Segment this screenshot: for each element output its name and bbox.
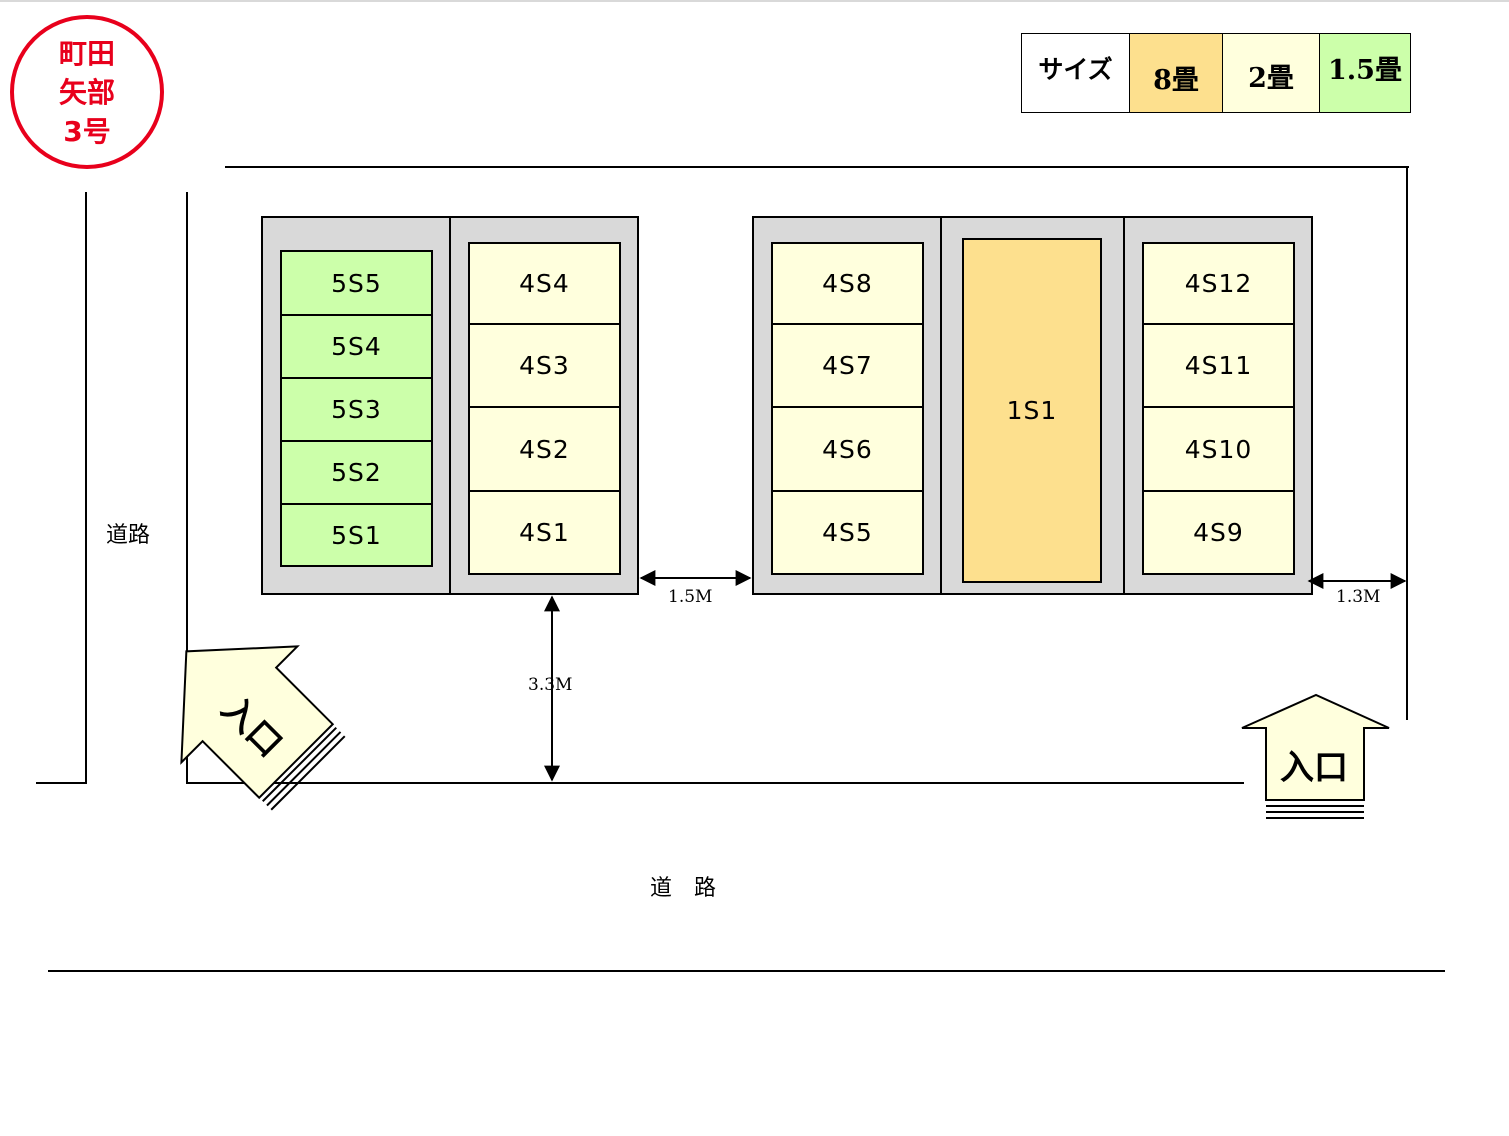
- unit-4s6[interactable]: 4S6: [771, 406, 924, 492]
- unit-4s1[interactable]: 4S1: [468, 490, 621, 575]
- unit-1s1[interactable]: 1S1: [962, 238, 1102, 583]
- legend-8jo: 8畳: [1129, 34, 1222, 112]
- unit-5s5[interactable]: 5S5: [280, 250, 433, 316]
- top-border: [0, 0, 1509, 2]
- entrance-label-right: 入口: [1280, 748, 1348, 788]
- dim-label-3-3m: 3.3M: [528, 675, 573, 695]
- dim-label-1-3m: 1.3M: [1336, 587, 1381, 607]
- stamp-line-1: 町田: [58, 36, 115, 70]
- left-road-edge: [85, 192, 87, 784]
- bottom-road-label: 道 路: [650, 876, 717, 901]
- left-road-corner: [36, 782, 87, 784]
- site-left-boundary: [186, 192, 188, 784]
- block-left-divider: [449, 216, 451, 595]
- unit-4s9[interactable]: 4S9: [1142, 490, 1295, 575]
- unit-4s8[interactable]: 4S8: [771, 242, 924, 325]
- block-right-divider-2: [1123, 216, 1125, 595]
- site-top-boundary: [225, 166, 1409, 168]
- dim-label-1-5m: 1.5M: [668, 587, 713, 607]
- site-front-boundary-right: [744, 782, 1244, 784]
- unit-4s2[interactable]: 4S2: [468, 406, 621, 492]
- legend-1-5jo: 1.5畳: [1319, 34, 1410, 112]
- unit-4s10[interactable]: 4S10: [1142, 406, 1295, 492]
- legend-header: サイズ: [1022, 34, 1129, 112]
- legend-2jo: 2畳: [1222, 34, 1319, 112]
- entrance-arrow-right: [1241, 693, 1390, 819]
- unit-5s2[interactable]: 5S2: [280, 440, 433, 505]
- unit-5s1[interactable]: 5S1: [280, 503, 433, 567]
- unit-4s5[interactable]: 4S5: [771, 490, 924, 575]
- location-stamp: 町田 矢部 3号: [10, 15, 164, 169]
- stamp-line-2: 矢部: [58, 75, 115, 109]
- size-legend: サイズ 8畳 2畳 1.5畳: [1021, 33, 1411, 113]
- stamp-line-3: 3号: [63, 114, 111, 148]
- entrance-arrow-left: [180, 645, 346, 811]
- site-front-boundary-left: [186, 782, 744, 784]
- bottom-road-edge: [48, 970, 1445, 972]
- block-right-divider-1: [940, 216, 942, 595]
- site-right-boundary: [1406, 166, 1408, 720]
- unit-5s4[interactable]: 5S4: [280, 314, 433, 379]
- left-road-label: 道路: [106, 523, 151, 548]
- unit-4s12[interactable]: 4S12: [1142, 242, 1295, 325]
